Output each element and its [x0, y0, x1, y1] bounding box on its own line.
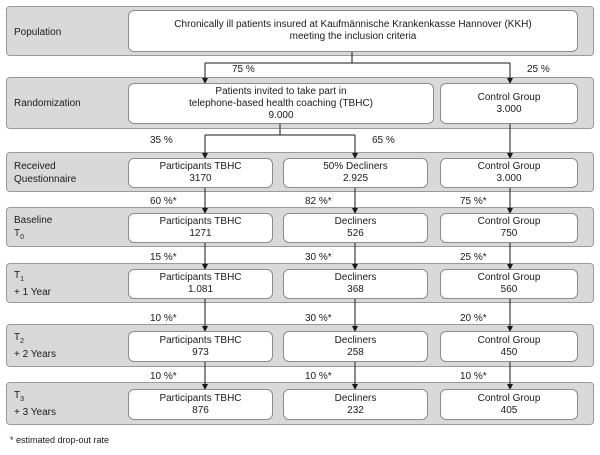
pct-t1-decliners: 30 %*: [305, 252, 332, 263]
t1-control-label: Control Group: [477, 272, 541, 283]
pct-t2-participants: 10 %*: [150, 313, 177, 324]
questionnaire-decliners-label: 50% Decliners: [323, 161, 388, 172]
questionnaire-participants-box: Participants TBHC 3170: [128, 158, 273, 188]
t1-participants-box: Participants TBHC 1.081: [128, 269, 273, 299]
pct-questionnaire-participants: 35 %: [150, 135, 173, 146]
tbhc-invite-count: 9.000: [268, 109, 294, 121]
pct-t1-participants: 15 %*: [150, 252, 177, 263]
pct-t2-control: 20 %*: [460, 313, 487, 324]
t2-control-label: Control Group: [477, 334, 541, 346]
stage-label-population: Population: [14, 27, 62, 38]
stage-label-t2: T2 + 2 Years: [14, 332, 56, 360]
stage-label-baseline: Baseline T0: [14, 215, 53, 241]
t2-control-count: 450: [500, 346, 518, 358]
questionnaire-decliners-box: 50% Decliners 2.925: [283, 158, 428, 188]
t1-decliners-count: 368: [347, 284, 364, 295]
pct-t3-participants: 10 %*: [150, 371, 177, 382]
baseline-decliners-box: Decliners 526: [283, 213, 428, 243]
pct-t3-decliners: 10 %*: [305, 371, 332, 382]
tbhc-invite-line1: Patients invited to take part in: [215, 85, 347, 97]
t2-decliners-box: Decliners 258: [283, 331, 428, 362]
t1-participants-label: Participants TBHC: [159, 272, 242, 283]
t2-participants-count: 973: [192, 346, 209, 358]
t1-control-count: 560: [500, 284, 518, 295]
pct-t3-control: 10 %*: [460, 371, 487, 382]
t3-control-label: Control Group: [477, 392, 541, 404]
questionnaire-control-label: Control Group: [477, 161, 541, 172]
questionnaire-control-count: 3.000: [496, 173, 522, 184]
randomization-control-count: 3.000: [496, 103, 522, 115]
stage-label-randomization: Randomization: [14, 98, 81, 109]
baseline-decliners-count: 526: [347, 228, 364, 239]
footnote: * estimated drop-out rate: [10, 435, 110, 445]
pct-t2-decliners: 30 %*: [305, 313, 332, 324]
questionnaire-participants-label: Participants TBHC: [159, 161, 242, 172]
population-text-line2: meeting the inclusion criteria: [289, 31, 417, 42]
t3-control-box: Control Group 405: [440, 389, 578, 420]
baseline-control-box: Control Group 750: [440, 213, 578, 243]
t2-control-box: Control Group 450: [440, 331, 578, 362]
questionnaire-control-box: Control Group 3.000: [440, 158, 578, 188]
stage-label-t3: T3 + 3 Years: [14, 390, 56, 418]
t3-decliners-box: Decliners 232: [283, 389, 428, 420]
t3-participants-count: 876: [192, 404, 209, 416]
population-box: Chronically ill patients insured at Kauf…: [128, 10, 578, 52]
pct-baseline-decliners: 82 %*: [305, 196, 332, 207]
t2-participants-box: Participants TBHC 973: [128, 331, 273, 362]
baseline-participants-box: Participants TBHC 1271: [128, 213, 273, 243]
t3-control-count: 405: [500, 404, 518, 416]
t1-decliners-box: Decliners 368: [283, 269, 428, 299]
pct-t1-control: 25 %*: [460, 252, 487, 263]
pct-baseline-participants: 60 %*: [150, 196, 177, 207]
baseline-participants-label: Participants TBHC: [159, 216, 242, 227]
pct-baseline-control: 75 %*: [460, 196, 487, 207]
t1-participants-count: 1.081: [187, 284, 214, 295]
baseline-control-label: Control Group: [477, 216, 541, 227]
randomization-tbhc-box: Patients invited to take part in telepho…: [128, 83, 434, 124]
t3-decliners-label: Decliners: [334, 392, 377, 404]
randomization-control-label: Control Group: [477, 91, 541, 103]
t2-participants-label: Participants TBHC: [159, 334, 242, 346]
t2-decliners-label: Decliners: [334, 334, 377, 346]
population-text-line1: Chronically ill patients insured at Kauf…: [174, 19, 532, 30]
stage-label-t1: T1 + 1 Year: [14, 270, 51, 298]
t2-decliners-count: 258: [347, 346, 364, 358]
baseline-participants-count: 1271: [189, 228, 212, 239]
pct-randomization-tbhc: 75 %: [232, 64, 255, 75]
pct-questionnaire-decliners: 65 %: [372, 135, 395, 146]
t3-decliners-count: 232: [347, 404, 364, 416]
t1-decliners-label: Decliners: [334, 272, 377, 283]
pct-randomization-control: 25 %: [527, 64, 550, 75]
questionnaire-participants-count: 3170: [189, 173, 212, 184]
baseline-control-count: 750: [500, 228, 518, 239]
t1-control-box: Control Group 560: [440, 269, 578, 299]
t3-participants-label: Participants TBHC: [159, 392, 242, 404]
t3-participants-box: Participants TBHC 876: [128, 389, 273, 420]
tbhc-invite-line2: telephone-based health coaching (TBHC): [189, 97, 373, 109]
randomization-control-box: Control Group 3.000: [440, 83, 578, 124]
stage-label-questionnaire: Received Questionnaire: [14, 161, 77, 185]
baseline-decliners-label: Decliners: [334, 216, 377, 227]
questionnaire-decliners-count: 2.925: [342, 173, 369, 184]
